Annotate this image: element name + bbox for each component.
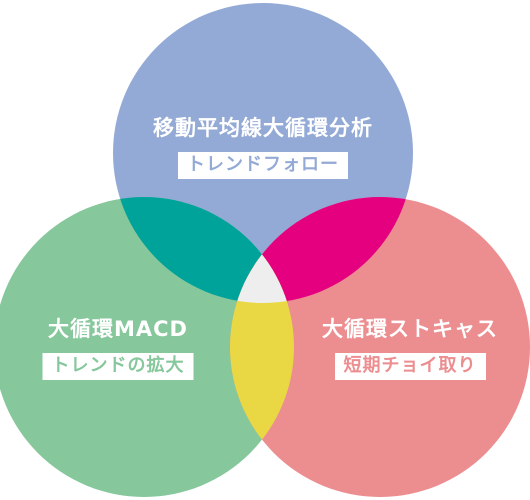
circle-left-title: 大循環MACD: [48, 317, 188, 341]
circle-top-title: 移動平均線大循環分析: [153, 116, 373, 140]
circle-right-title: 大循環ストキャス: [322, 317, 498, 341]
overlap-top-right: [230, 197, 413, 303]
overlap-top-left: [113, 197, 294, 303]
circle-right-tag: 短期チョイ取り: [332, 351, 488, 382]
circle-top-tag: トレンドフォロー: [176, 150, 350, 181]
circle-top-label: 移動平均線大循環分析 トレンドフォロー: [153, 114, 373, 181]
circle-right-label: 大循環ストキャス 短期チョイ取り: [322, 315, 498, 382]
circle-left-tag: トレンドの拡大: [40, 351, 196, 382]
circle-left-label: 大循環MACD トレンドの拡大: [40, 315, 196, 382]
